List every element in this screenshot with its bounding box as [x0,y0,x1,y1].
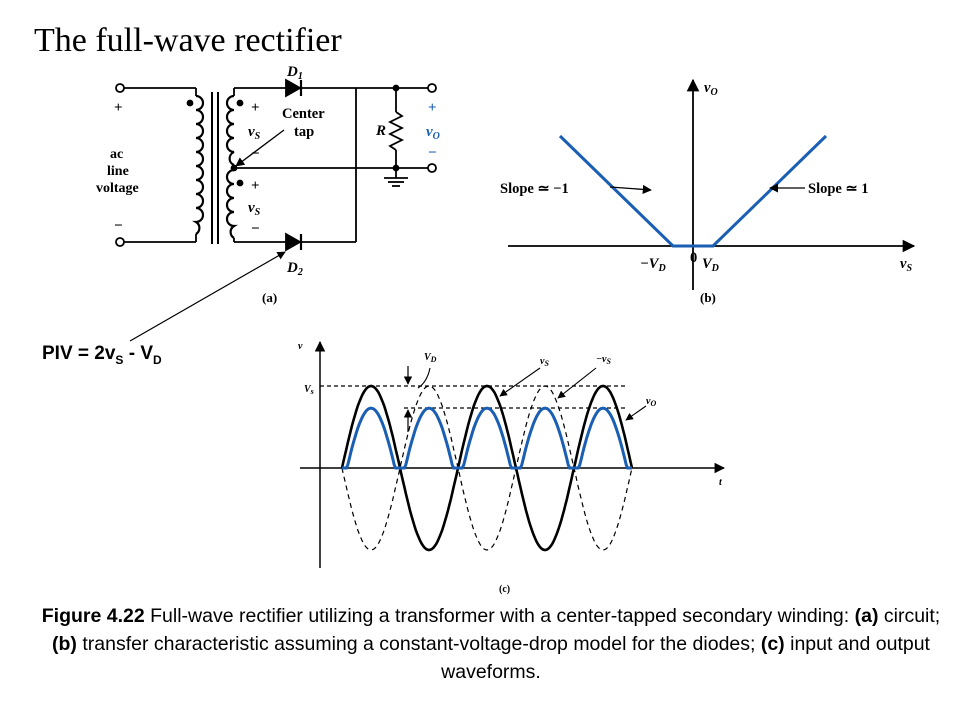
svg-text:D2: D2 [286,260,303,278]
t-axis-label: t [719,477,723,488]
caption-text-2: circuit; [878,605,941,627]
vo-waveform [342,406,632,470]
vd-label: V [702,256,713,272]
vs-bot-sub: S [255,207,261,218]
circuit-diagram [115,78,437,252]
minus-vd-sub: D [657,263,665,274]
neg-vs-wave-label: −v [596,354,607,365]
caption-b: (b) [52,633,77,655]
vo-label: v [426,124,433,140]
waveform-plot: v t Vs VD vS −vS vO (c) [298,340,726,595]
svg-text:vS: vS [248,200,261,218]
piv-arrow [129,251,286,342]
center-tap-label-1: Center [282,106,325,122]
slope-left-label: Slope ≃ −1 [500,181,569,197]
sec-bot-plus: + [251,178,260,194]
sec-bot-minus: − [251,221,260,237]
svg-text:vS: vS [248,124,261,142]
v-axis-label: v [298,341,303,352]
r-label: R [375,123,386,139]
svg-text:VD: VD [702,256,719,274]
vs-waveform [340,384,634,552]
neg-vs-wave-sub: S [607,357,612,366]
vs-wave-label: v [540,356,545,367]
caption-text-1: Full-wave rectifier utilizing a transfor… [144,605,855,627]
caption-text-3: transfer characteristic assuming a const… [76,633,761,655]
svg-text:D1: D1 [286,64,303,82]
secondary-coil-top [225,94,235,167]
caption-figure-number: Figure 4.22 [41,605,145,627]
minus-vd-label: −V [640,256,660,272]
panel-a-label: (a) [262,290,277,305]
d1-sub: 1 [298,71,303,82]
vo-minus: − [428,145,437,161]
ac-label: ac [110,147,123,162]
svg-text:−vS: −vS [596,354,612,366]
caption-text-4: input and output waveforms. [441,633,930,683]
vd-sub: D [711,263,719,274]
piv-formula: PIV = 2vS - VD [42,343,162,367]
secondary-coil-bottom [225,168,238,239]
negative-vs-waveform [341,385,633,551]
center-tap-label-2: tap [294,124,314,140]
input-minus: − [114,218,123,234]
transfer-characteristic: Slope ≃ −1 Slope ≃ 1 vO vS −VD 0 VD (b) [500,78,916,305]
piv-sub-d: D [153,352,162,367]
sec-top-plus: + [251,100,260,116]
svg-text:Vs: Vs [304,384,314,396]
svg-text:−VD: −VD [640,256,666,274]
svg-text:vO: vO [646,396,656,408]
vo-sub: O [433,131,440,142]
vs-peak-sub: s [310,387,314,396]
svg-text:vO: vO [704,80,718,98]
line-label: line [107,164,129,179]
vo-axis-sub: O [710,87,717,98]
input-terminal-top [115,83,125,93]
vs-axis-sub: S [906,263,912,274]
vo-plus: + [428,100,437,116]
vs-top-label: v [248,124,255,140]
vs-axis-label: v [900,256,907,272]
vo-wave-label: v [646,396,651,407]
vd-wave-label: V [424,352,432,363]
vs-wave-sub: S [544,359,549,368]
input-terminal-bottom [115,237,125,247]
slide-title: The full-wave rectifier [34,22,342,59]
piv-sub-s: S [115,352,124,367]
panel-c-label: (c) [499,584,510,595]
circuit-labels: + − ac line voltage + − + − vS vS Center… [96,64,440,305]
sec-top-minus: − [251,146,260,162]
svg-text:vS: vS [900,256,912,274]
diode-d2 [285,232,302,252]
primary-coil [192,94,205,235]
svg-text:VD: VD [424,352,437,364]
d1-label: D [286,64,298,80]
vs-peak-label: V [304,384,312,395]
voltage-label: voltage [96,181,139,196]
d2-sub: 2 [297,267,303,278]
vs-bot-label: v [248,200,255,216]
piv-mid: - V [123,343,153,364]
vd-wave-sub: D [430,355,437,364]
zero-label: 0 [690,250,697,266]
piv-prefix: PIV = 2v [42,343,116,364]
svg-text:vS: vS [540,356,549,368]
slope-right-label: Slope ≃ 1 [808,181,869,197]
panel-b-label: (b) [700,290,716,305]
diode-d1 [285,78,302,98]
caption-a: (a) [854,605,879,627]
d2-label: D [286,260,298,276]
vo-wave-sub: O [650,399,656,408]
svg-text:vO: vO [426,124,440,142]
figure-caption: Figure 4.22 Full-wave rectifier utilizin… [30,602,952,686]
vs-top-sub: S [255,131,261,142]
vo-axis-label: v [704,80,711,96]
caption-c: (c) [760,633,785,655]
resistor-r [387,111,405,151]
input-plus: + [114,100,123,116]
